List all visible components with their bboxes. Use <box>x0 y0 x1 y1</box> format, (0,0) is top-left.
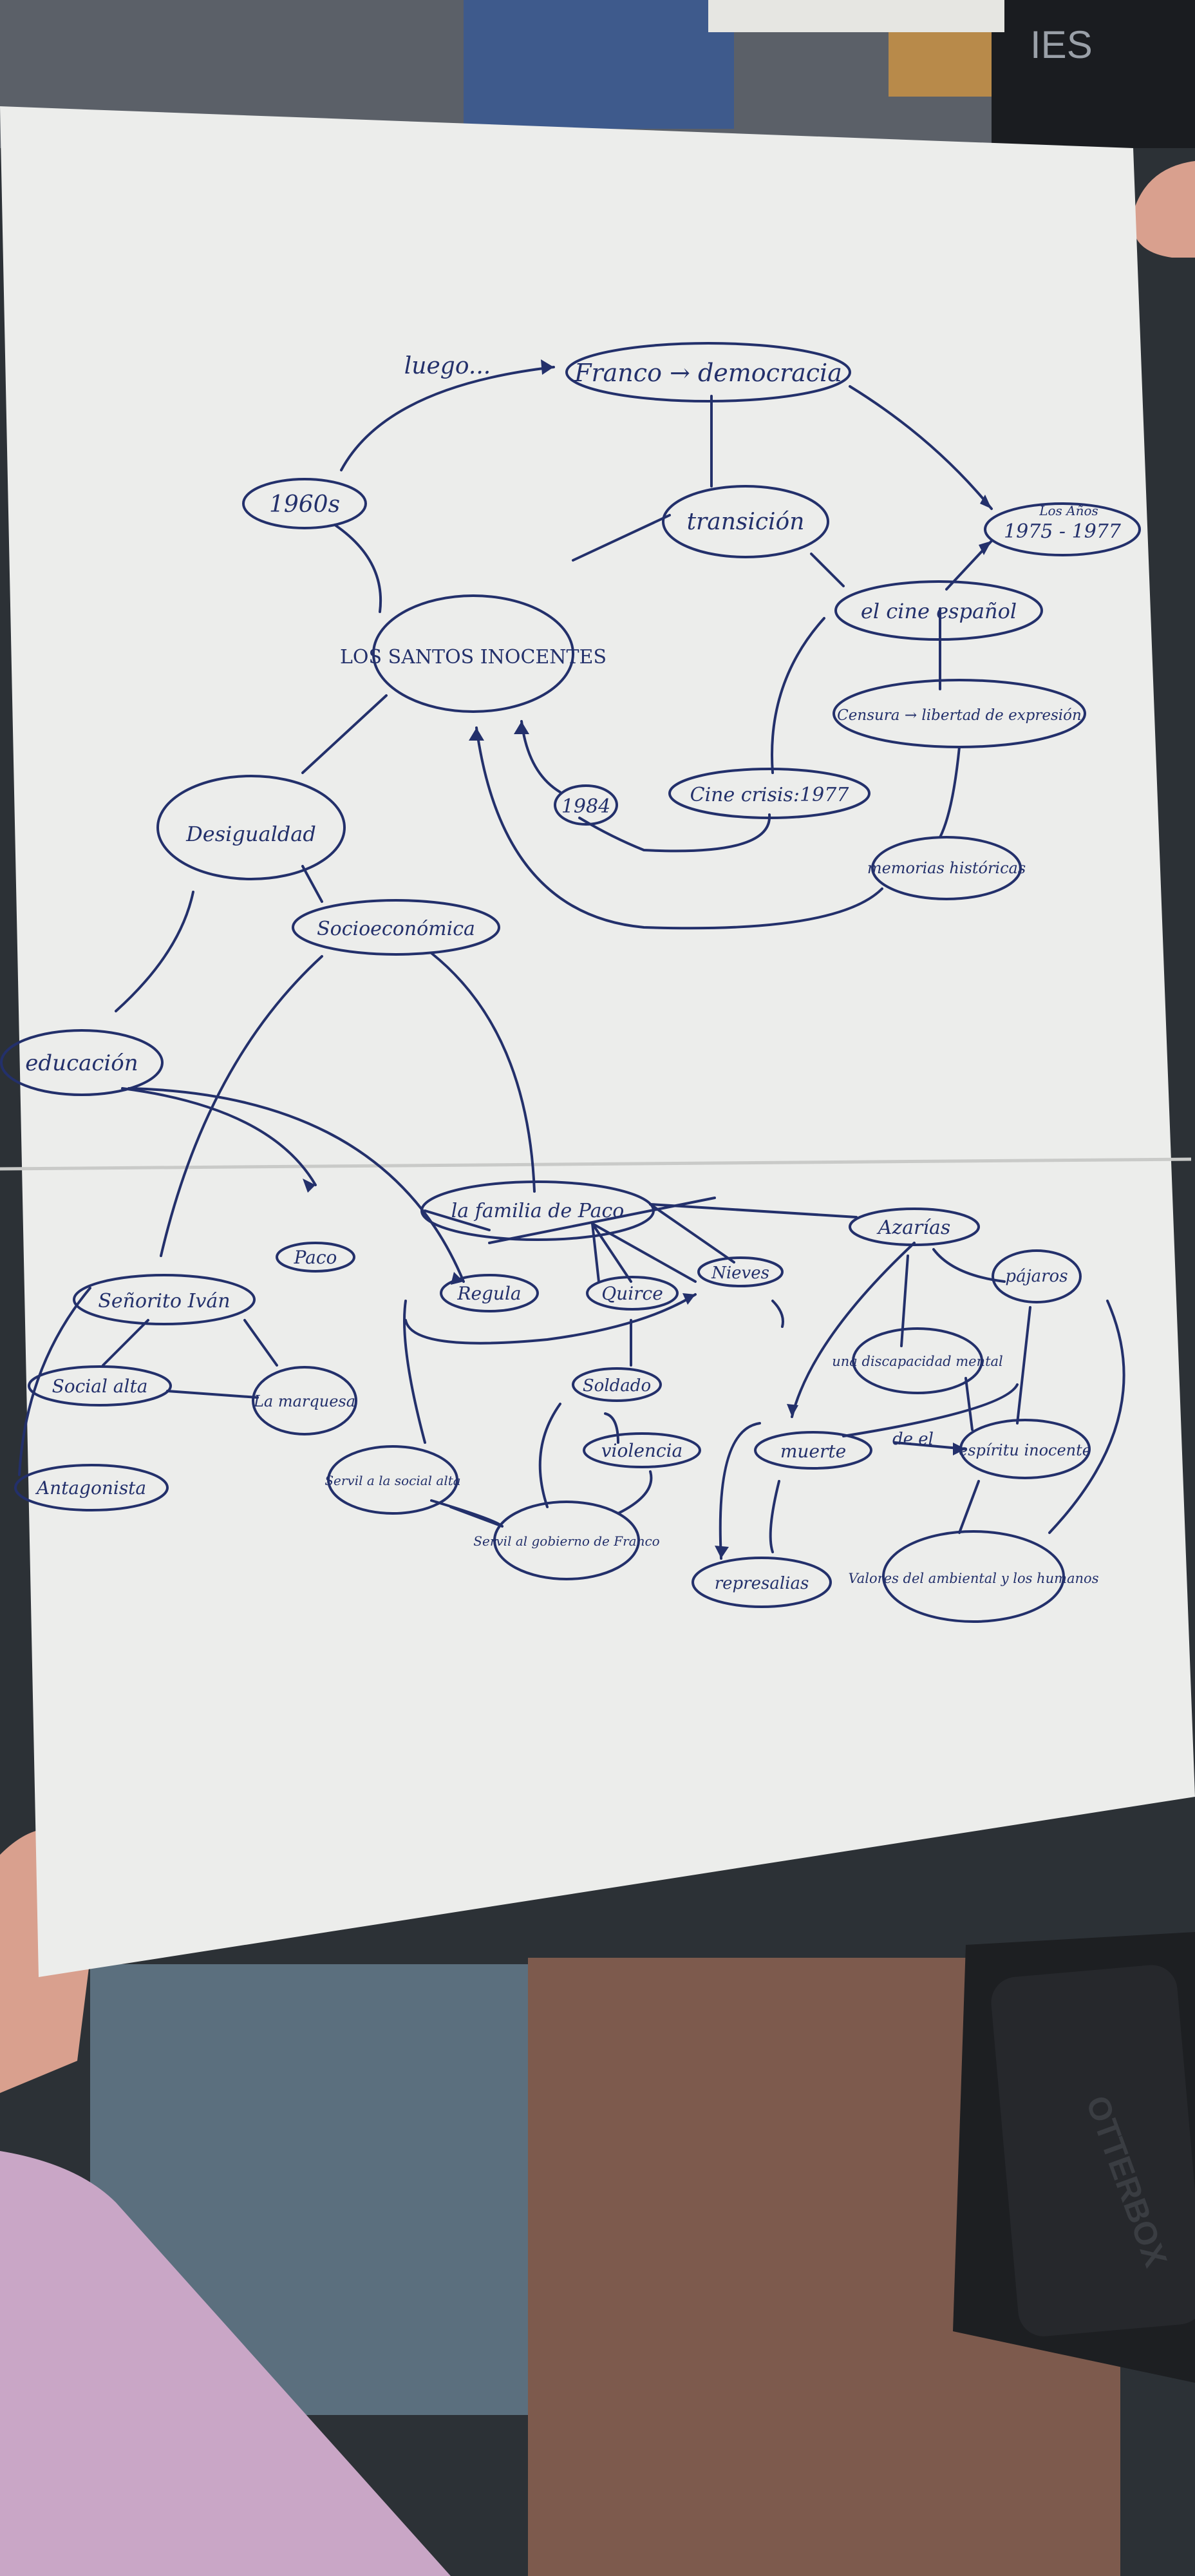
pink-sleeve <box>0 2151 451 2576</box>
bubble-represalias <box>692 1557 832 1608</box>
bubble-pajaros <box>992 1249 1082 1303</box>
label-pajaros: pájaros <box>1005 1267 1068 1286</box>
laptop-brand: IES <box>1030 23 1093 66</box>
labels: Franco → democracia luego... 1960s trans… <box>25 353 1122 1593</box>
label-servil-franco: Servil al gobierno de Franco <box>473 1533 659 1549</box>
label-transicion: transición <box>687 509 805 535</box>
label-1975-1977: 1975 - 1977 <box>1004 520 1122 543</box>
label-educacion: educación <box>25 1050 138 1076</box>
bubble-paco <box>276 1242 355 1273</box>
label-soldado: Soldado <box>583 1376 651 1396</box>
label-regula: Regula <box>456 1283 521 1304</box>
bubble-cine-espanol <box>834 580 1043 641</box>
arrowhead <box>979 541 992 555</box>
bubble-memorias <box>871 836 1022 900</box>
bubble-familia-paco <box>420 1180 655 1241</box>
label-valores: Valores del ambiental y los humanos <box>849 1571 1099 1586</box>
arrowhead <box>514 721 529 734</box>
label-azarias: Azarías <box>876 1217 951 1239</box>
bubble-quirce <box>586 1276 679 1311</box>
bubble-cine-crisis <box>668 768 870 819</box>
bubble-violencia <box>583 1432 701 1468</box>
blue-object <box>464 0 734 129</box>
arrowhead <box>715 1546 729 1558</box>
label-muerte: muerte <box>780 1441 846 1462</box>
label-1984: 1984 <box>561 795 610 818</box>
label-desigualdad: Desigualdad <box>185 822 316 846</box>
bubble-discapacidad <box>852 1327 983 1394</box>
bubble-1984 <box>554 784 618 826</box>
bubble-transicion <box>662 485 829 558</box>
bubble-desigualdad <box>156 775 346 880</box>
label-familia-paco: la familia de Paco <box>451 1200 625 1222</box>
arrowhead <box>469 728 484 741</box>
paper-fold <box>0 1157 1192 1171</box>
label-la-marquesa: La marquesa <box>253 1392 355 1410</box>
label-espiritu: espíritu inocente <box>959 1441 1091 1459</box>
laptop-screen <box>992 0 1195 148</box>
bubble-la-marquesa <box>252 1366 357 1435</box>
bubble-socioeconomica <box>292 899 500 956</box>
bubble-1960s <box>242 478 367 529</box>
bubble-soldado <box>572 1367 662 1402</box>
label-quirce: Quirce <box>601 1283 663 1304</box>
paper-slip <box>708 0 1004 32</box>
label-senorito-ivan: Señorito Iván <box>98 1290 230 1312</box>
label-antagonista: Antagonista <box>35 1477 146 1499</box>
bubble-1975-1977 <box>984 502 1141 556</box>
bubble-social-alta <box>28 1365 172 1406</box>
arrowhead <box>953 1443 966 1455</box>
bubble-antagonista <box>14 1464 169 1511</box>
paper-sheet <box>0 106 1195 1977</box>
bubble-regula <box>440 1274 539 1312</box>
label-cine-crisis: Cine crisis:1977 <box>690 784 850 806</box>
label-socioeconomica: Socioeconómica <box>317 918 475 940</box>
bubble-educacion <box>0 1029 164 1096</box>
arrowhead <box>682 1293 695 1305</box>
label-paco: Paco <box>294 1247 337 1268</box>
label-represalias: represalias <box>715 1574 809 1593</box>
bubbles <box>0 342 1141 1623</box>
label-cine-espanol: el cine español <box>861 599 1017 623</box>
bubble-senorito-ivan <box>73 1274 256 1325</box>
arrowhead <box>303 1179 315 1193</box>
label-censura: Censura → libertad de expresión <box>837 707 1082 724</box>
right-thumb <box>1132 161 1195 258</box>
label-1960s: 1960s <box>269 491 340 518</box>
bubble-valores <box>882 1530 1065 1623</box>
bubble-servil-franco <box>493 1501 640 1580</box>
label-center: LOS SANTOS INOCENTES <box>340 646 607 668</box>
label-nieves: Nieves <box>711 1264 769 1283</box>
bubble-center <box>372 594 574 713</box>
label-de-el: de el <box>892 1430 934 1449</box>
label-franco-democracia: Franco → democracia <box>574 359 842 387</box>
bubble-franco-democracia <box>565 342 851 402</box>
label-violencia: violencia <box>601 1440 683 1461</box>
arrowhead <box>787 1404 798 1417</box>
bubble-nieves <box>697 1256 784 1287</box>
phone-case: OTTERBOX <box>953 1932 1195 2383</box>
arrowhead <box>541 359 554 375</box>
arrowhead <box>980 495 992 509</box>
label-los-anos: Los Años <box>1039 503 1098 518</box>
bubble-servil-alta <box>327 1445 458 1515</box>
label-luego: luego... <box>404 353 491 379</box>
label-discapacidad: una discapacidad mental <box>832 1354 1003 1369</box>
label-social-alta: Social alta <box>52 1376 148 1397</box>
bubble-azarias <box>849 1208 980 1246</box>
arrowhead <box>451 1272 464 1285</box>
label-servil-alta: Servil a la social alta <box>325 1473 460 1488</box>
bubble-muerte <box>754 1431 872 1470</box>
bubble-censura <box>833 679 1086 748</box>
label-memorias: memorias históricas <box>867 859 1026 877</box>
arrow-heads <box>303 359 992 1558</box>
